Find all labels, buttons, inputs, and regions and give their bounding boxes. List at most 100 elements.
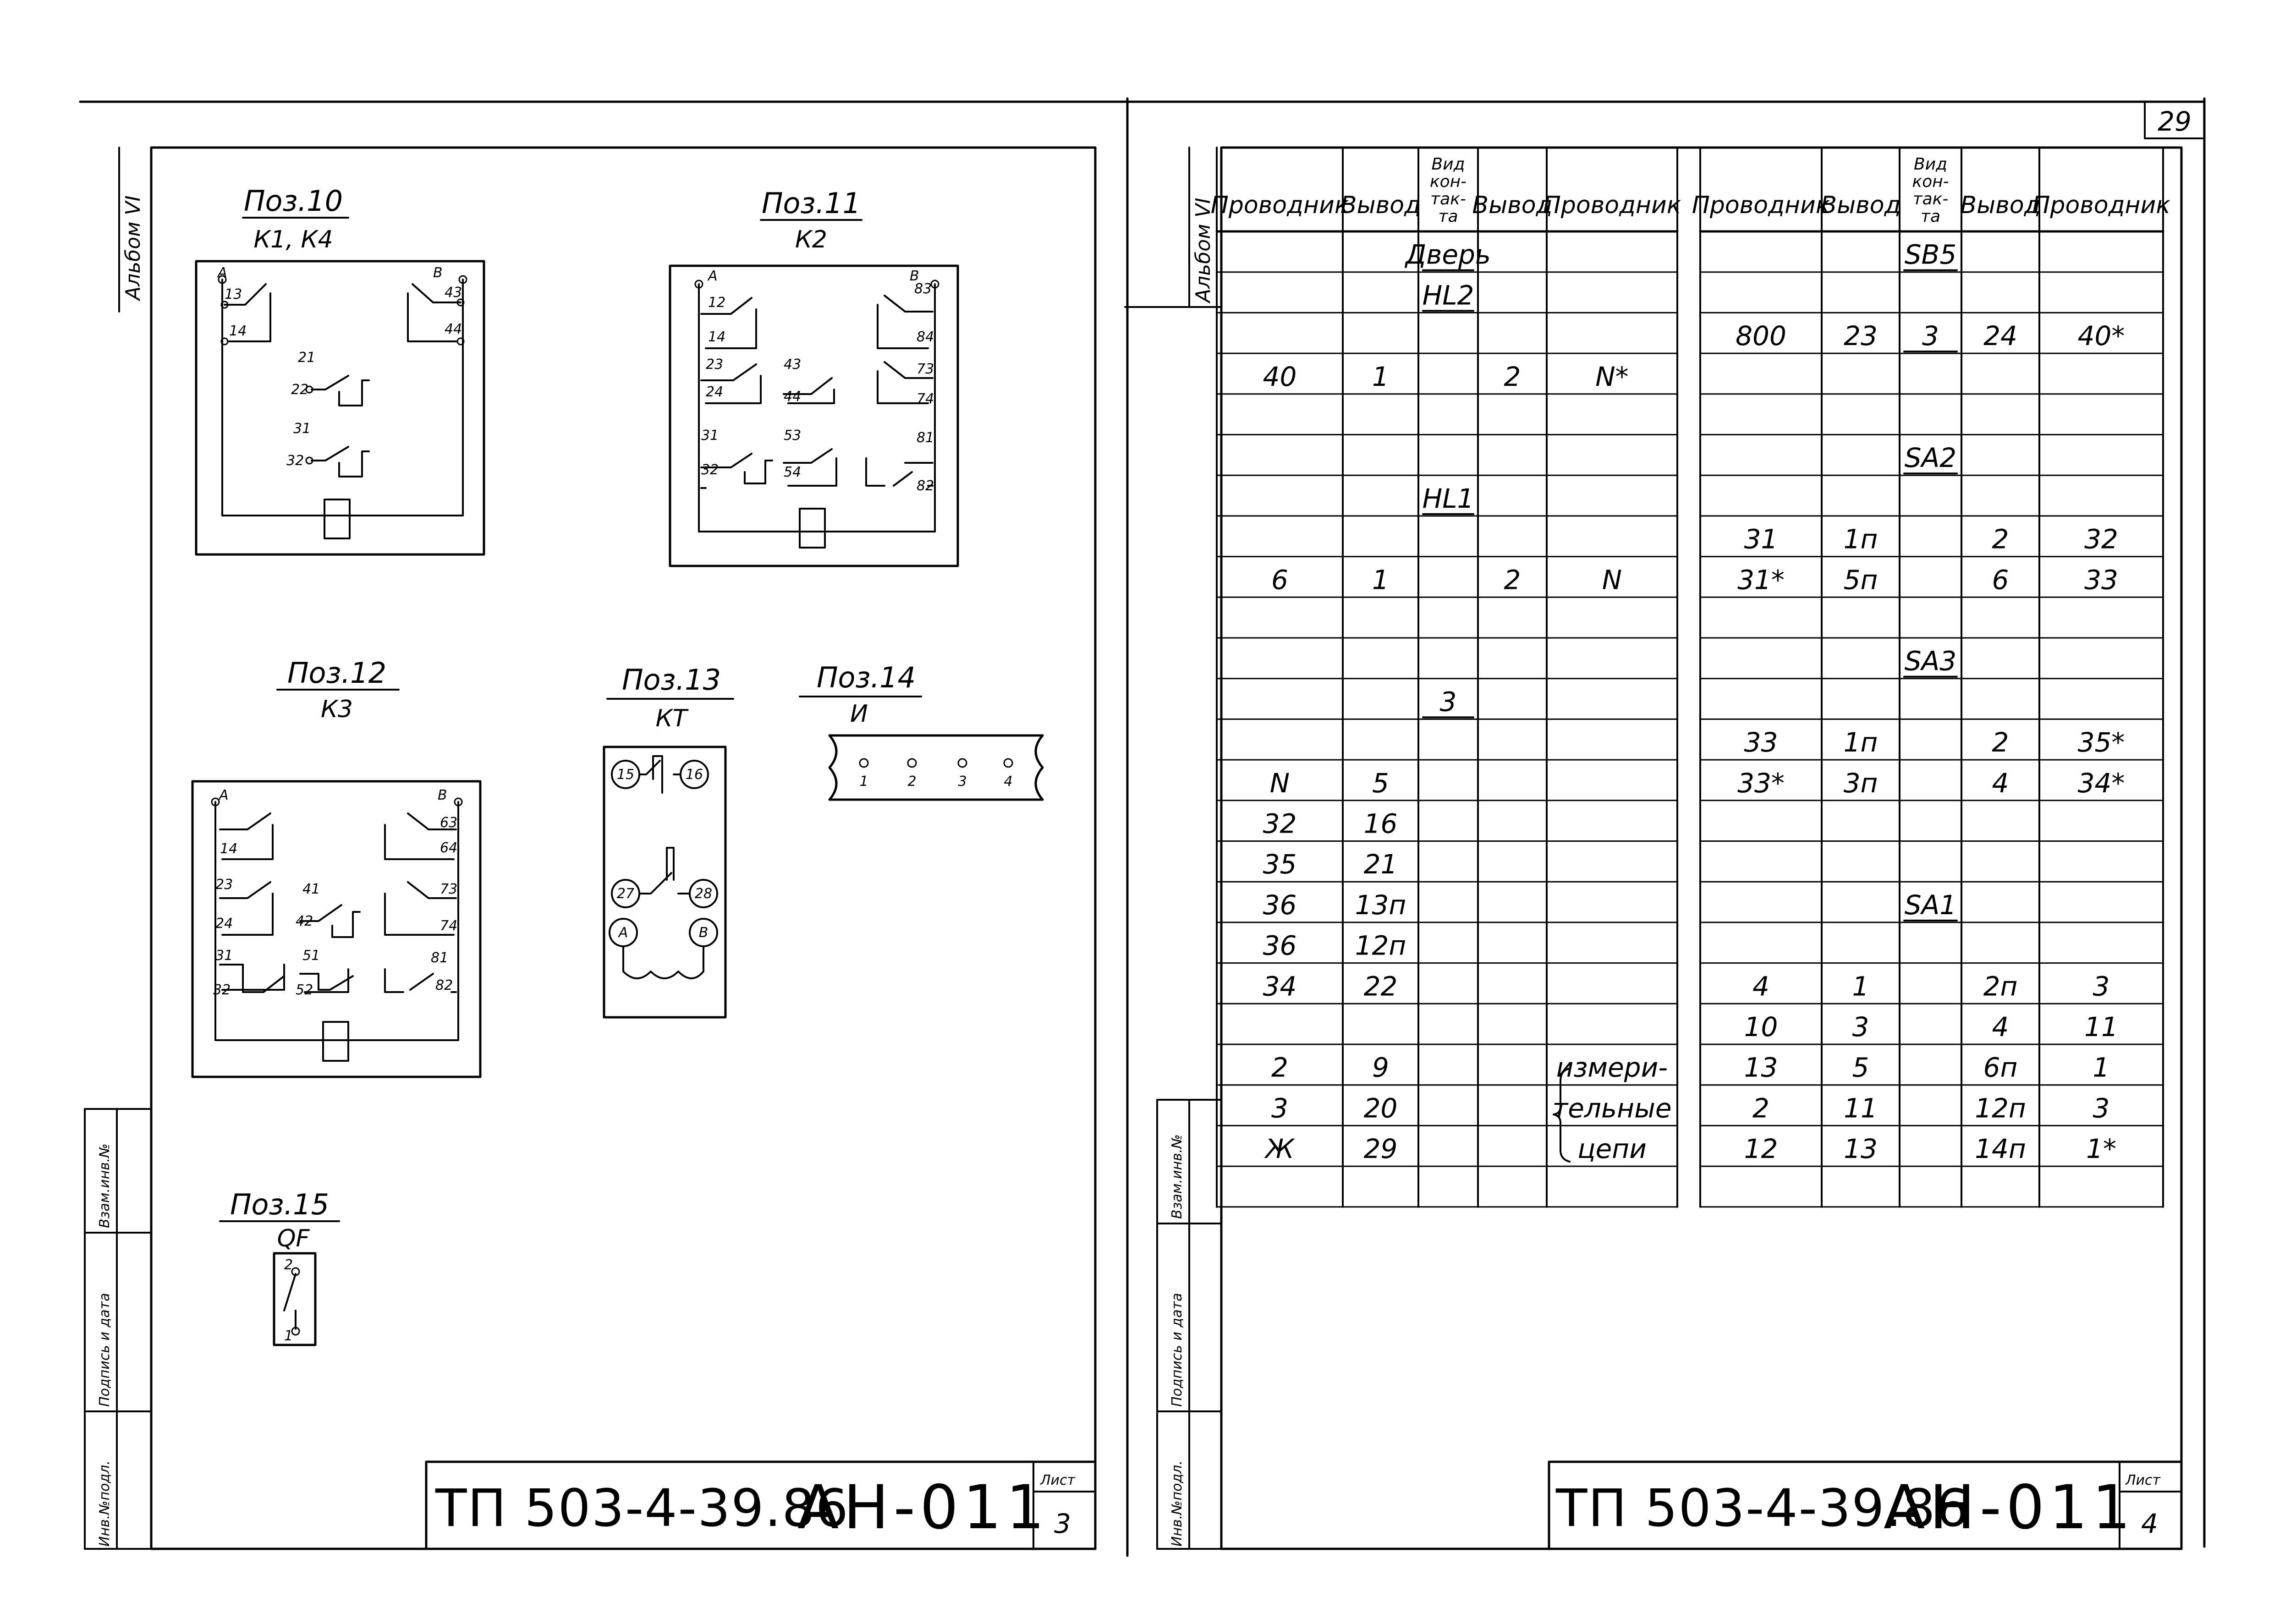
pos12-contact-64: 64 (440, 840, 457, 856)
table-cell: SA3 (1905, 646, 1956, 677)
table-header-contact: так- (1913, 190, 1949, 208)
pos11-contact-23: 23 (706, 357, 723, 373)
table-cell: 4 (1992, 768, 2009, 799)
table-cell: 40* (2078, 320, 2125, 351)
table-header-cell: Вывод (1820, 192, 1900, 219)
side-sign-date-right: Подпись и дата (1169, 1293, 1185, 1407)
pos14-title: Поз.14 (817, 661, 916, 694)
table-header-cell: Проводник (1543, 192, 1681, 219)
relay-pos10: Поз.10 К1, К4 А 13 14 2 (195, 184, 485, 556)
table-header-contact: кон- (1912, 172, 1949, 191)
pos11-contact-14: 14 (708, 329, 725, 345)
table-cell: 6 (1271, 564, 1288, 595)
side-inv-replace-right: Взам.инв.№ (1169, 1134, 1185, 1219)
pos11-contact-24: 24 (706, 384, 723, 400)
timer-pos13: Поз.13 КТ 15 16 27 28 А В (603, 663, 734, 1019)
table-cell: 800 (1736, 320, 1786, 351)
table-cell: 3 (1922, 320, 1939, 351)
relay-pos11: Поз.11 К2 А 12 14 23 24 31 (669, 187, 959, 567)
table-cell: 5 (1852, 1052, 1869, 1083)
pos11-contact-73: 73 (917, 361, 934, 377)
pos14-terminal-2: 2 (907, 774, 916, 790)
table-cell: SB5 (1905, 239, 1957, 270)
table-cell: 1 (2093, 1052, 2110, 1083)
table-cell: 2 (1504, 564, 1521, 595)
left-sheet: Альбом VI Взам.инв.№ Подпись и дата Инв.… (84, 146, 1097, 1550)
table-header-contact: та (1921, 207, 1940, 226)
page-number-box: 29 (2144, 101, 2205, 139)
pos11-title: Поз.11 (762, 187, 861, 220)
title-block-right: ТП 503-4-39.86 АН-011 Лист 4 (1548, 1460, 2183, 1550)
table-cell: 12п (1975, 1092, 2026, 1124)
table-cell: 1п (1844, 727, 1878, 758)
table-cell: 33 (1744, 727, 1778, 758)
table-cell: 32 (1263, 808, 1297, 839)
pos12-contact-23: 23 (215, 877, 233, 893)
pos12-title: Поз.12 (287, 656, 386, 690)
title-block-left: ТП 503-4-39.86 АН-011 Лист 3 (425, 1460, 1097, 1550)
table-header-contact: та (1438, 207, 1458, 226)
pos13-contact-28: 28 (695, 886, 712, 902)
table-cell: 2 (1992, 524, 2009, 555)
table-cell: Ж (1264, 1133, 1295, 1164)
table-cell: 3 (1271, 1092, 1288, 1124)
table-cell: измери- (1556, 1052, 1668, 1083)
terminal-pos14: Поз.14 И 1 2 3 4 (799, 661, 1044, 801)
table-header-contact: так- (1430, 190, 1466, 208)
sheet-label-left: Лист (1040, 1472, 1076, 1488)
pos15-designation: QF (277, 1225, 310, 1252)
pos10-contact-14: 14 (229, 323, 247, 339)
table-cell: 2п (1983, 971, 2018, 1002)
pos11-contact-12: 12 (708, 295, 725, 311)
table-header-contact: кон- (1430, 172, 1467, 191)
table-cell: 6 (1992, 564, 2009, 595)
table-cell: 16 (1364, 808, 1398, 839)
pos12-contact-81: 81 (431, 950, 448, 966)
table-cell: SA2 (1905, 442, 1956, 473)
pos12-designation: К3 (321, 696, 353, 723)
album-label-left: Альбом VI (121, 196, 145, 302)
table-cell: SA1 (1905, 889, 1956, 921)
pos15-title: Поз.15 (230, 1188, 329, 1221)
table-cell: 35 (1263, 849, 1297, 880)
pos11-contact-32: 32 (701, 462, 719, 478)
pos10-contact-22: 22 (291, 382, 308, 398)
table-header-cell: Вывод (1340, 192, 1421, 219)
table-header-cell: Проводник (1692, 192, 1830, 219)
table-cell: 3 (1440, 686, 1457, 717)
table-cell: 2 (1992, 727, 2009, 758)
table-cell: HL1 (1423, 483, 1474, 514)
pos11-contact-a: А (707, 268, 718, 284)
pos10-contact-b: В (433, 265, 443, 281)
pos11-contact-81: 81 (917, 430, 934, 446)
table-cell: 10 (1744, 1011, 1778, 1042)
table-header-cell: Вывод (1960, 192, 2040, 219)
pos12-contact-41: 41 (302, 881, 320, 897)
table-cell: 20 (1364, 1092, 1398, 1124)
table-header-cell: Проводник (1211, 192, 1349, 219)
pos14-terminal-1: 1 (859, 774, 868, 790)
pos12-contact-31: 31 (215, 948, 233, 964)
pos15-terminal-1: 1 (284, 1328, 293, 1344)
title-code-right: ТП 503-4-39.86 (1555, 1479, 1970, 1538)
pos12-contact-24: 24 (215, 916, 233, 932)
pos12-contact-b: В (438, 787, 447, 803)
table-cell: 14п (1975, 1133, 2026, 1164)
table-cell: N (1602, 564, 1622, 595)
pos11-designation: К2 (795, 226, 827, 253)
table-cell: 1 (1852, 971, 1869, 1002)
table-cell: 29 (1364, 1133, 1398, 1164)
pos12-contact-82: 82 (435, 977, 453, 993)
pos13-contact-a: А (618, 925, 628, 941)
table-cell: 3 (1852, 1011, 1869, 1042)
pos13-contact-15: 15 (617, 767, 634, 783)
pos10-contact-21: 21 (298, 350, 315, 366)
table-cell: 13 (1844, 1133, 1878, 1164)
table-cell: 34 (1263, 971, 1297, 1002)
table-cell: 2 (1271, 1052, 1288, 1083)
title-mark-left: АН-011 (797, 1472, 1049, 1543)
sheet-frame (79, 97, 2206, 1557)
pos10-contact-a: А (217, 265, 227, 281)
table-cell: 6п (1983, 1052, 2018, 1083)
